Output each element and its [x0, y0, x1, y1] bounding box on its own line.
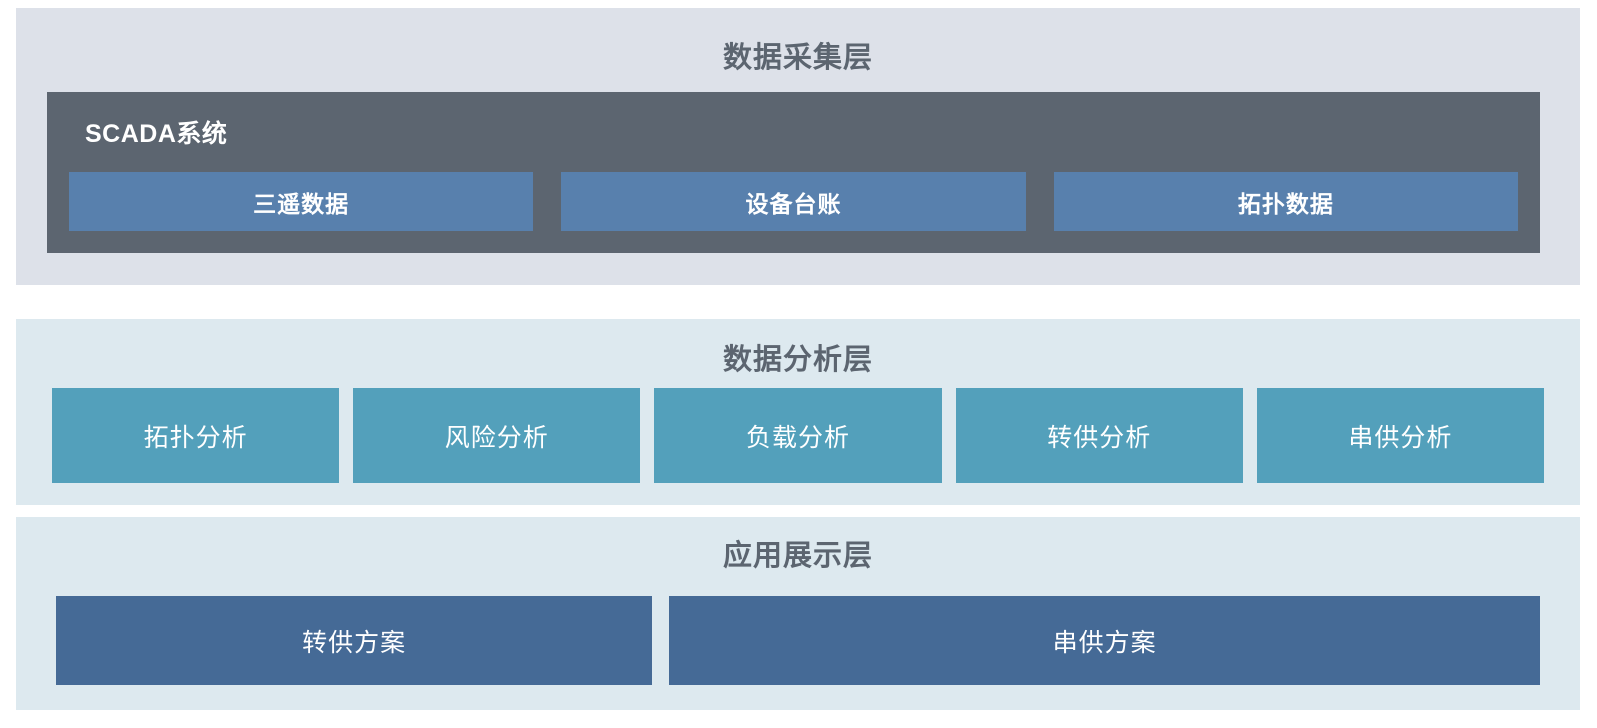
scada-item-telemetry[interactable]: 三遥数据 — [69, 172, 534, 231]
layer-title-application-presentation: 应用展示层 — [722, 540, 873, 572]
scada-item-topology-data[interactable]: 拓扑数据 — [1053, 172, 1518, 231]
scada-item-equipment-ledger[interactable]: 设备台账 — [561, 172, 1026, 231]
layer-application-presentation: 应用展示层 转供方案 串供方案 — [16, 517, 1580, 710]
analysis-item-load[interactable]: 负载分析 — [654, 388, 942, 483]
scada-system-label: SCADA系统 — [85, 120, 228, 148]
analysis-item-series-supply[interactable]: 串供分析 — [1256, 388, 1545, 483]
layer-data-analysis: 数据分析层 拓扑分析 风险分析 负载分析 转供分析 串供分析 — [16, 319, 1580, 505]
analysis-item-topology[interactable]: 拓扑分析 — [52, 388, 340, 483]
analysis-item-risk[interactable]: 风险分析 — [353, 388, 641, 483]
application-item-series-supply-plan[interactable]: 串供方案 — [669, 596, 1540, 685]
layer-title-data-collection: 数据采集层 — [722, 42, 873, 74]
scada-system-group: SCADA系统 三遥数据 设备台账 拓扑数据 — [47, 92, 1540, 253]
layer-data-collection: 数据采集层 SCADA系统 三遥数据 设备台账 拓扑数据 — [16, 8, 1580, 285]
analysis-item-transfer-supply[interactable]: 转供分析 — [955, 388, 1243, 483]
layer-title-data-analysis: 数据分析层 — [722, 344, 873, 376]
application-item-transfer-supply-plan[interactable]: 转供方案 — [56, 596, 653, 685]
analysis-item-list: 拓扑分析 风险分析 负载分析 转供分析 串供分析 — [52, 388, 1545, 483]
scada-item-list: 三遥数据 设备台账 拓扑数据 — [69, 172, 1518, 231]
application-item-list: 转供方案 串供方案 — [56, 596, 1540, 685]
